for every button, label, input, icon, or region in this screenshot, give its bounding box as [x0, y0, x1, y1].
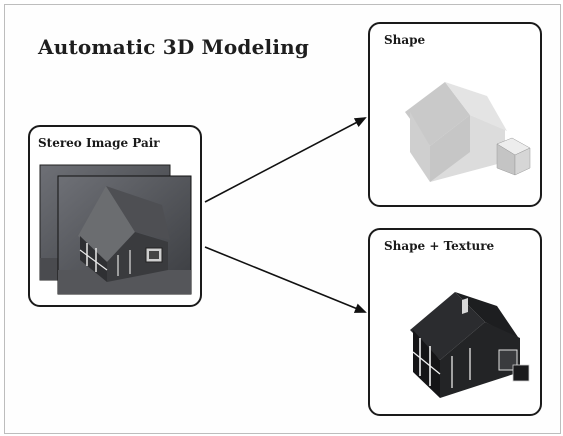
shape-label: Shape	[384, 33, 426, 47]
arrow-to-shape	[204, 117, 367, 203]
arrow-to-shape-texture	[204, 246, 367, 313]
diagram-title: Automatic 3D Modeling	[38, 35, 310, 59]
stereo-image-front	[57, 175, 192, 295]
textured-house-model	[410, 292, 530, 398]
shape-house-model	[405, 82, 531, 182]
stereo-image-pair-label: Stereo Image Pair	[38, 136, 160, 150]
shape-texture-label: Shape + Texture	[384, 239, 495, 253]
